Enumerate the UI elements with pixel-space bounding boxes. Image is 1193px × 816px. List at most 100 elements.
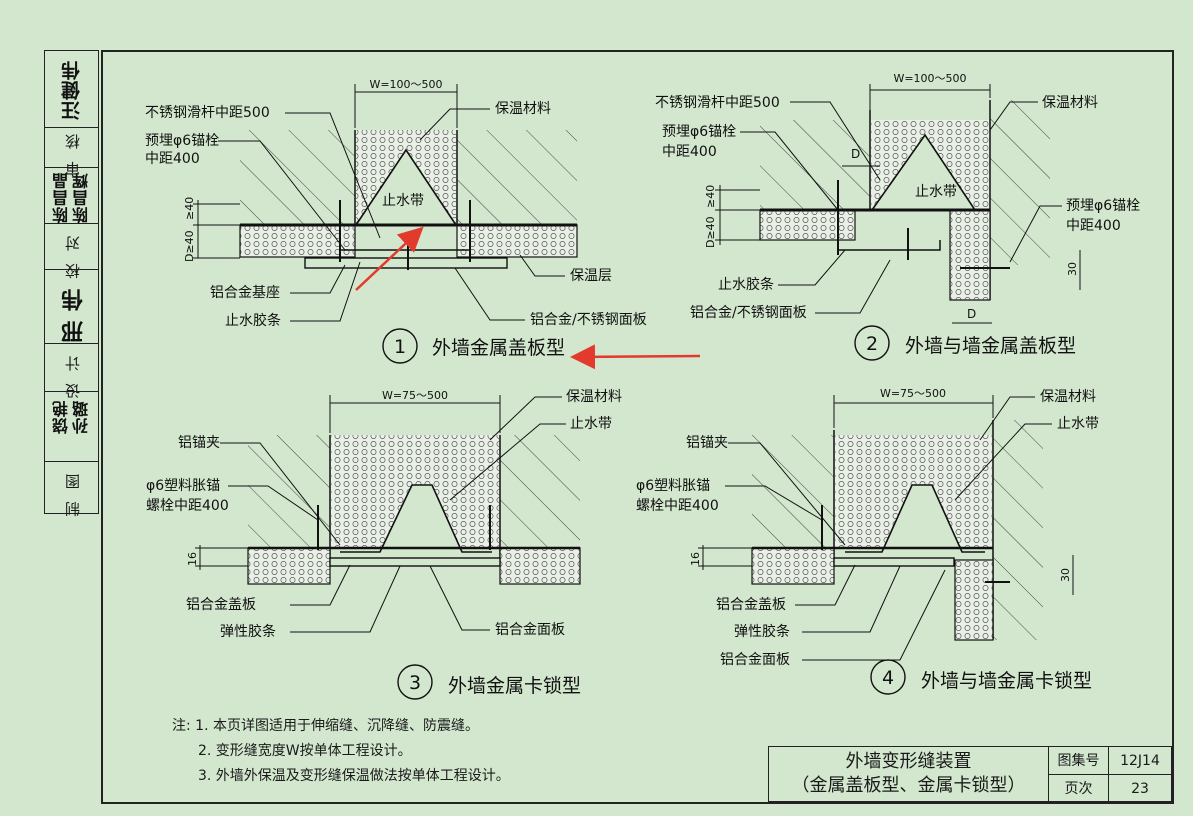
atlas-value: 12J14: [1120, 753, 1160, 769]
fig3-anchor-label-1: φ6塑料胀锚: [146, 478, 220, 494]
waterstop-profile: [871, 133, 976, 211]
wall-insulation: [949, 209, 991, 301]
fig2-anchor-r-label-2: 中距400: [1066, 218, 1121, 234]
fig2-anchor-label-2: 中距400: [662, 144, 717, 160]
concrete-wall-left: [240, 130, 355, 225]
fig2-strip-label: 止水胶条: [718, 276, 774, 293]
fig4-clip-label: 铝锚夹: [686, 435, 728, 451]
fig1-panel-label: 铝合金/不锈钢面板: [530, 312, 647, 328]
fig4-dim-30: 30: [1059, 568, 1072, 582]
fig3-cover-label: 铝合金盖板: [186, 597, 256, 613]
wall-insulation: [954, 559, 994, 641]
note-1-text: 1. 本页详图适用于伸缩缝、沉降缝、防震缝。: [195, 718, 479, 734]
concrete-wall-right: [990, 100, 1050, 265]
fig2-rod-label: 不锈钢滑杆中距500: [655, 94, 780, 111]
fig1-width-dim: W=100～500: [369, 78, 442, 91]
strip-divider: [45, 269, 98, 270]
fig1-number: 1: [394, 336, 406, 358]
face-plate: [329, 557, 501, 567]
fig1-caption: 外墙金属盖板型: [432, 337, 565, 359]
fig3-insul-label: 保温材料: [566, 389, 622, 405]
figure-2: W=100～500 D≥40 ≥40 D D 30 不锈钢滑杆中距500 预埋φ…: [655, 72, 1140, 361]
fig4-width-dim: W=75～500: [880, 387, 946, 400]
fig1-layer-label: 保温层: [570, 268, 612, 284]
fig3-width-dim: W=75～500: [382, 389, 448, 402]
title-block-divider: [1049, 774, 1171, 775]
fig2-dim-40: ≥40: [704, 185, 717, 208]
fig2-number-circle: [854, 325, 890, 361]
strip-divider: [45, 127, 98, 128]
fig1-dim-d: D≥40: [183, 230, 196, 262]
fig2-waterstop-label: 止水带: [915, 184, 957, 200]
title-block-title: 外墙变形缝装置 （金属盖板型、金属卡锁型）: [769, 747, 1049, 801]
insulation-layer: [751, 547, 835, 585]
face-plate: [833, 557, 955, 567]
concrete-wall-right: [500, 435, 580, 547]
fig2-anchor-r-label-1: 预埋φ6锚栓: [1066, 198, 1140, 214]
strip-divider: [45, 167, 98, 168]
fig2-panel-label: 铝合金/不锈钢面板: [690, 305, 807, 321]
fig3-face-label: 铝合金面板: [495, 622, 565, 638]
signature-strip: [44, 50, 99, 514]
title-block: 外墙变形缝装置 （金属盖板型、金属卡锁型） 图集号 12J14 页次 23: [768, 746, 1172, 803]
red-arrow-horizontal: [570, 344, 701, 370]
figure-1: W=100～500 D≥40 ≥40 不锈钢滑杆中距500 预埋φ6锚栓 中距4…: [145, 78, 647, 364]
fig2-anchor-label-1: 预埋φ6锚栓: [662, 124, 736, 140]
fig3-clip-label: 铝锚夹: [178, 435, 220, 451]
notes-prefix: 注:: [172, 718, 191, 734]
fig4-dim-16: 16: [689, 552, 702, 566]
fig3-number-circle: [397, 664, 433, 700]
fig2-d-top: D: [851, 147, 860, 161]
fig4-number: 4: [882, 667, 894, 689]
insulation-layer-left: [239, 224, 356, 258]
fig3-anchor-label-2: 螺栓中距400: [146, 498, 229, 514]
fig4-cover-label: 铝合金盖板: [716, 597, 786, 613]
fig3-caption: 外墙金属卡锁型: [448, 675, 581, 697]
fig3-elastic-label: 弹性胶条: [220, 623, 276, 640]
title-line-2: （金属盖板型、金属卡锁型）: [791, 775, 1026, 796]
fig1-waterstop-label: 止水带: [382, 193, 424, 209]
fig2-width-dim: W=100～500: [893, 72, 966, 85]
strip-divider: [45, 391, 98, 392]
fig1-number-circle: [382, 328, 418, 364]
fig2-number: 2: [866, 333, 878, 355]
concrete-wall-right: [457, 130, 577, 225]
fig4-anchor-label-2: 螺栓中距400: [636, 498, 719, 514]
note-2: 2. 变形缝宽度W按单体工程设计。: [198, 743, 412, 759]
fig1-insul-label: 保温材料: [495, 101, 551, 117]
fig1-base-label: 铝合金基座: [210, 284, 280, 301]
fig1-anchor-label-1: 预埋φ6锚栓: [145, 133, 219, 149]
fig1-rod-label: 不锈钢滑杆中距500: [145, 104, 270, 121]
insulation-layer-right: [499, 547, 581, 585]
concrete-wall-right: [993, 420, 1043, 640]
note-1: 注: 1. 本页详图适用于伸缩缝、沉降缝、防震缝。: [172, 714, 510, 739]
fig4-number-circle: [870, 659, 906, 695]
cover-plate: [304, 257, 508, 269]
page-value: 23: [1131, 781, 1149, 797]
figure-4: W=75～500 16 30 铝锚夹 φ6塑料胀锚 螺栓中距400 保温材料 止…: [636, 387, 1099, 695]
fig1-dim-40: ≥40: [183, 197, 196, 220]
notes: 注: 1. 本页详图适用于伸缩缝、沉降缝、防震缝。 2. 变形缝宽度W按单体工程…: [172, 714, 510, 789]
insulation-layer-left: [247, 547, 331, 585]
fig2-caption: 外墙与墙金属盖板型: [905, 335, 1076, 357]
fig1-anchor-label-2: 中距400: [145, 151, 200, 167]
fig4-waterstop-label: 止水带: [1057, 416, 1099, 432]
insulation-layer: [759, 209, 856, 241]
concrete-wall-left: [752, 435, 834, 547]
fig2-insul-label: 保温材料: [1042, 95, 1098, 111]
figure-3: W=75～500 16 铝锚夹 φ6塑料胀锚 螺栓中距400 保温材料 止水带 …: [146, 389, 622, 700]
fig3-number: 3: [409, 672, 421, 694]
fig1-strip-label: 止水胶条: [225, 312, 281, 329]
note-3: 3. 外墙外保温及变形缝保温做法按单体工程设计。: [198, 768, 510, 784]
fig4-face-label: 铝合金面板: [720, 652, 790, 668]
fig4-insul-label: 保温材料: [1040, 389, 1096, 405]
red-arrow-diagonal: [355, 226, 424, 291]
fig4-caption: 外墙与墙金属卡锁型: [921, 670, 1092, 692]
strip-divider: [45, 343, 98, 344]
atlas-label: 图集号: [1049, 747, 1109, 775]
drawing-frame: [101, 50, 1174, 804]
fig3-waterstop-label: 止水带: [570, 416, 612, 432]
waterstop-profile: [340, 484, 492, 553]
concrete-wall-left: [248, 435, 330, 547]
